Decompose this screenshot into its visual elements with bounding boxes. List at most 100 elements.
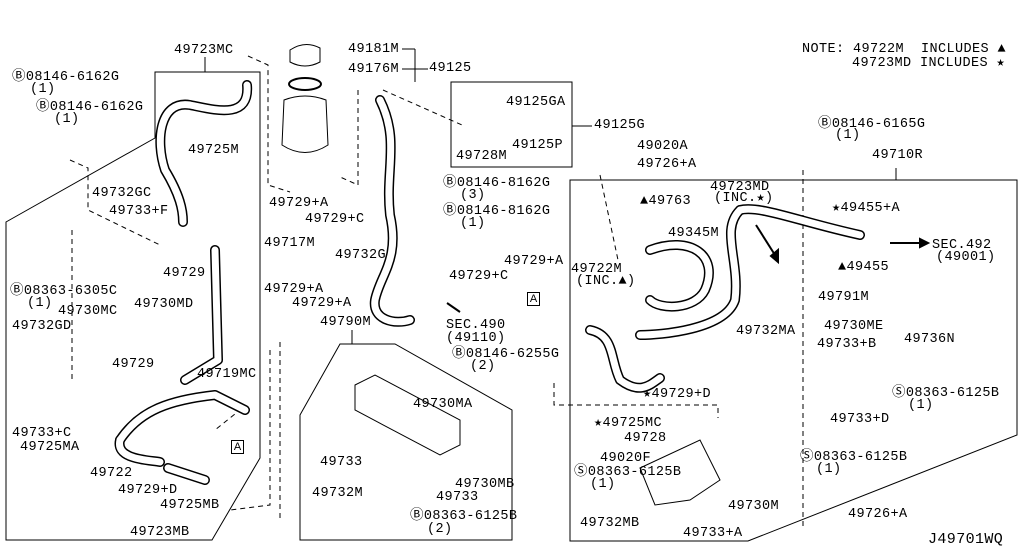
part-label: 49730ME (824, 319, 884, 334)
bolt-label: Ⓑ08146-6162G (36, 100, 144, 115)
qty-label: (2) (427, 522, 453, 537)
part-label: 49345M (668, 226, 720, 241)
part-label: 49725MB (160, 498, 220, 513)
part-label: 49020A (637, 139, 689, 154)
part-label: ▲49763 (640, 194, 692, 209)
left-panel-frame (5, 71, 261, 541)
part-label: 49125GA (506, 95, 566, 110)
part-label: 49729+A (269, 196, 329, 211)
part-label: 49125 (429, 61, 472, 76)
part-label: 49722 (90, 466, 133, 481)
qty-label: (2) (470, 359, 496, 374)
reservoir-cap (289, 44, 321, 67)
qty-label: (1) (27, 296, 53, 311)
qty-label: (1) (835, 128, 861, 143)
oil-cooler (354, 374, 461, 456)
part-label: 49732MA (736, 324, 796, 339)
part-label: 49733+D (830, 412, 890, 427)
bolt-label: Ⓑ08146-6162G (12, 70, 120, 85)
section-ref: SEC.490 (446, 318, 506, 333)
bolt-label: Ⓑ08363-6305C (10, 284, 118, 299)
part-label: 49733+B (817, 337, 877, 352)
reservoir-o-ring (288, 77, 322, 91)
right-panel-frame (569, 179, 1018, 542)
part-label: 49732MB (580, 516, 640, 531)
part-label: 49020F (600, 451, 652, 466)
bracket (639, 439, 721, 506)
reference-marker-a: A (231, 440, 244, 454)
part-label: 49736N (904, 332, 956, 347)
note-line-2: 49723MD INCLUDES ★ (852, 56, 1006, 71)
part-label: 49733+C (12, 426, 72, 441)
part-label: 49125G (594, 118, 646, 133)
bolt-label: Ⓑ08363-6125B (410, 509, 518, 524)
part-label: 49722M (571, 262, 623, 277)
part-label: 49733 (320, 455, 363, 470)
qty-label: (1) (590, 477, 616, 492)
part-label: 49725M (188, 143, 240, 158)
part-label: 49729+A (504, 254, 564, 269)
part-label: 49729+A (264, 282, 324, 297)
part-label: 49729+C (305, 212, 365, 227)
part-label: 49176M (348, 62, 400, 77)
qty-label: (1) (816, 462, 842, 477)
part-label: 49710R (872, 148, 924, 163)
part-note: (INC.★) (714, 191, 774, 206)
part-label: 49733+F (109, 204, 169, 219)
qty-label: (1) (908, 398, 934, 413)
part-label: ★49729+D (643, 387, 712, 402)
part-label: 49732GC (92, 186, 152, 201)
reservoir-tank (281, 95, 329, 153)
qty-label: (1) (54, 112, 80, 127)
part-label: 49790M (320, 315, 372, 330)
part-label: 49730MC (58, 304, 118, 319)
part-label: 49729+C (449, 269, 509, 284)
section-ref: (49110) (446, 331, 506, 346)
part-label: 49729 (112, 357, 155, 372)
part-label: 49730MB (455, 477, 515, 492)
part-note: (INC.▲) (576, 274, 636, 289)
part-label: 49719MC (197, 367, 257, 382)
part-label: 49726+A (637, 157, 697, 172)
section-ref: SEC.492 (932, 238, 992, 253)
note-line-1: NOTE: 49722M INCLUDES ▲ (802, 42, 1007, 57)
part-label: ★49725MC (594, 416, 663, 431)
part-label: 49728 (624, 431, 667, 446)
part-label: 49732G (335, 248, 387, 263)
bracket-kit-frame (450, 81, 573, 168)
bolt-label: Ⓢ08363-6125B (574, 465, 682, 480)
section-ref: (49001) (936, 250, 996, 265)
bolt-label: Ⓢ08363-6125B (892, 386, 1000, 401)
part-label: 49791M (818, 290, 870, 305)
part-label: 49729+A (292, 296, 352, 311)
bolt-label: Ⓑ08146-6255G (452, 347, 560, 362)
qty-label: (1) (460, 216, 486, 231)
part-label: 49730M (728, 499, 780, 514)
part-label: 49732M (312, 486, 364, 501)
qty-label: (1) (30, 82, 56, 97)
part-label: 49732GD (12, 319, 72, 334)
bolt-label: Ⓑ08146-8162G (443, 204, 551, 219)
part-label: 49733 (436, 490, 479, 505)
part-label: 49181M (348, 42, 400, 57)
part-label: 49729+D (118, 483, 178, 498)
part-label: 49728M (456, 149, 508, 164)
part-label: 49730MD (134, 297, 194, 312)
part-label: 49723MB (130, 525, 190, 540)
part-label: 49723MD (710, 180, 770, 195)
diagram-id: J49701WQ (928, 531, 1004, 548)
part-label: 49729 (163, 266, 206, 281)
part-label: 49125P (512, 138, 564, 153)
part-label: ★49455+A (832, 201, 901, 216)
bolt-label: Ⓑ08146-8162G (443, 176, 551, 191)
part-label: ▲49455 (838, 260, 890, 275)
part-label: 49726+A (848, 507, 908, 522)
part-label: 49730MA (413, 397, 473, 412)
bolt-label: Ⓑ08146-6165G (818, 117, 926, 132)
part-label: 49723MC (174, 43, 234, 58)
reference-marker-a: A (527, 292, 540, 306)
part-label: 49717M (264, 236, 316, 251)
bolt-label: Ⓢ08363-6125B (800, 450, 908, 465)
